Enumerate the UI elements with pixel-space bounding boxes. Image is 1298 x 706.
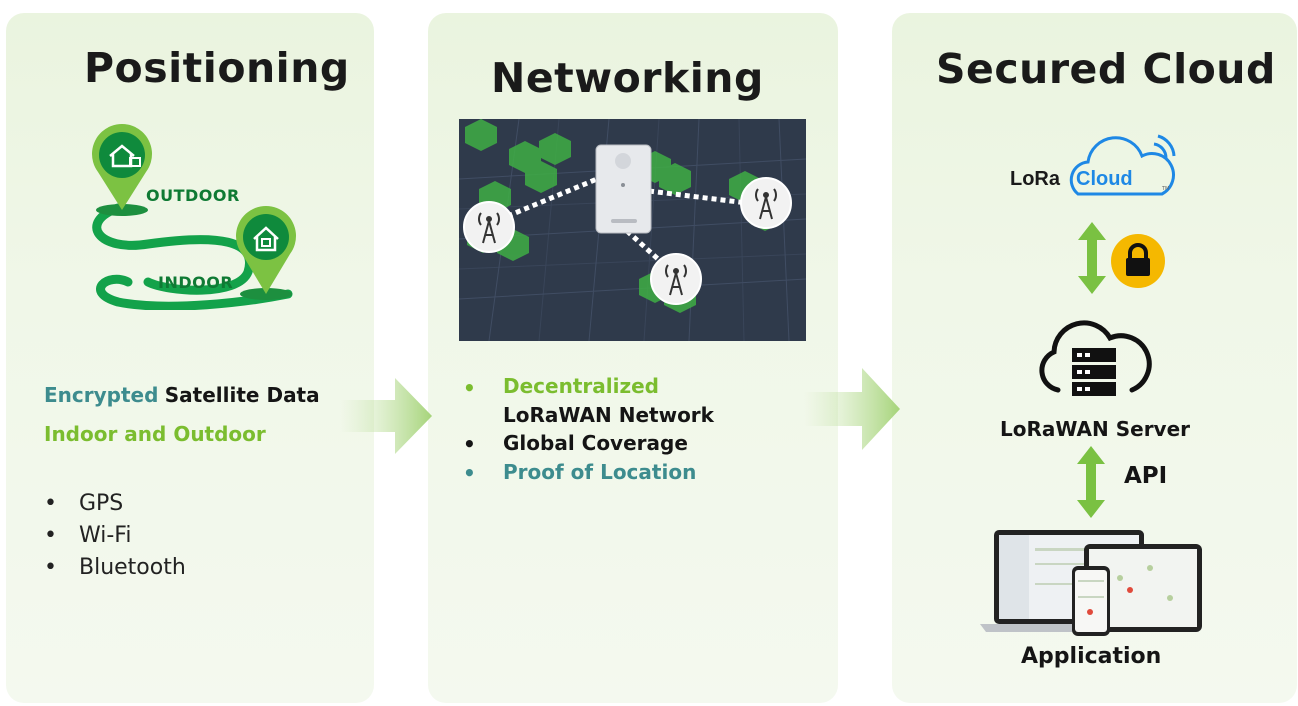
tower-icon [740, 177, 792, 229]
networking-panel [428, 13, 838, 703]
positioning-list-item: •Wi-Fi [44, 523, 132, 548]
api-label: API [1124, 463, 1168, 489]
lorawan-server-label: LoRaWAN Server [1000, 417, 1191, 441]
satellite-data-line: Encrypted Satellite Data [44, 383, 320, 407]
network-map-image [459, 119, 806, 341]
network-bullet-dot: • [463, 432, 476, 456]
indoor-pin-icon [236, 206, 296, 294]
tower-icon [650, 253, 702, 305]
outdoor-pin-icon [92, 124, 152, 210]
network-bullet-dot: • [463, 461, 476, 485]
application-devices-image [980, 530, 1202, 636]
lora-cloud-logo: LoRa Cloud TM [1008, 132, 1188, 202]
secured-cloud-title: Secured Cloud [936, 45, 1276, 93]
application-label: Application [1021, 644, 1162, 669]
positioning-list-item: •GPS [44, 491, 124, 516]
api-link-arrow [1077, 446, 1105, 518]
outdoor-indoor-route-illustration [92, 124, 296, 310]
flow-arrow-2 [804, 368, 900, 450]
secure-link-arrow [1078, 222, 1106, 294]
lorawan-network-text: LoRaWAN Network [503, 403, 714, 427]
global-coverage-text: Global Coverage [503, 431, 688, 455]
networking-title: Networking [491, 54, 764, 102]
tracker-device-icon [595, 144, 652, 234]
network-bullet-dot: • [463, 376, 476, 400]
positioning-list-item: •Bluetooth [44, 555, 186, 580]
decentralized-text: Decentralized [503, 374, 659, 398]
lora-word: LoRa [1010, 168, 1060, 190]
cloud-server-icon [1039, 320, 1152, 396]
proof-of-location-text: Proof of Location [503, 460, 697, 484]
lock-icon [1111, 234, 1165, 288]
indoor-label: INDOOR [158, 273, 234, 292]
encrypted-word: Encrypted [44, 383, 159, 407]
tower-icon [463, 201, 515, 253]
trademark-mark: TM [1162, 186, 1170, 192]
flow-arrow-1 [340, 378, 432, 454]
positioning-title: Positioning [84, 44, 350, 92]
outdoor-label: OUTDOOR [146, 186, 240, 205]
wifi-item: Wi-Fi [78, 523, 132, 548]
cloud-word: Cloud [1076, 168, 1133, 190]
gps-item: GPS [78, 491, 124, 516]
satellite-data-text: Satellite Data [164, 383, 320, 407]
positioning-panel [6, 13, 374, 703]
bluetooth-item: Bluetooth [78, 555, 186, 580]
indoor-outdoor-text: Indoor and Outdoor [44, 422, 266, 446]
